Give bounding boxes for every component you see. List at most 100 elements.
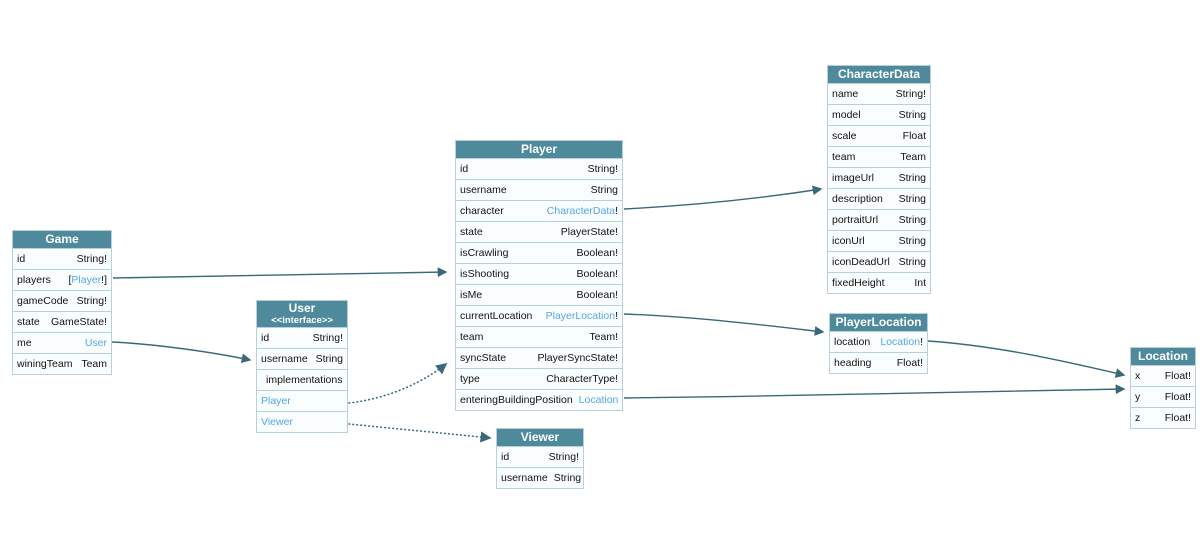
field-type: String! [77,295,107,307]
field-type: PlayerLocation! [546,310,618,322]
field-name: isMe [460,289,483,301]
field-type: String [554,472,581,484]
type-text: Float! [1164,412,1191,424]
field-type: PlayerSyncState! [537,352,618,364]
field-row-user-username: username String [257,348,347,369]
table-title-player[interactable]: Player [456,141,622,158]
field-type: Team [900,151,926,163]
table-title-viewer[interactable]: Viewer [497,429,583,446]
field-name: scale [832,130,857,142]
field-name: team [460,331,484,343]
field-type: String [591,184,618,196]
field-type: String [899,172,926,184]
table-title-playerlocation[interactable]: PlayerLocation [830,314,927,331]
field-type: String [899,109,926,121]
field-type: String! [588,163,618,175]
field-name: character [460,205,504,217]
field-name: iconDeadUrl [832,256,890,268]
type-text: Team! [589,331,618,343]
field-row-user-implementations: implementations [257,369,347,390]
field-type: String [316,353,343,365]
type-text: Team [900,151,926,163]
type-link[interactable]: User [84,337,107,349]
field-name: isCrawling [460,247,509,259]
type-text: Team [81,358,107,370]
field-name: type [460,373,480,385]
type-text: String [898,256,926,268]
field-type: Location! [880,336,923,348]
field-name: imageUrl [832,172,875,184]
field-name: gameCode [17,295,69,307]
field-row-game-gamecode: gameCode String! [13,290,111,311]
field-type: String! [313,332,343,344]
type-text: String! [312,332,343,344]
field-row-game-players[interactable]: players[Player!] [13,269,111,290]
implementation-link[interactable]: Viewer [261,416,293,428]
table-title-text: CharacterData [837,67,921,81]
type-text: CharacterType! [546,373,618,385]
field-type: User [85,337,107,349]
field-type: Boolean! [577,247,618,259]
edge-player-character-to-characterdata [623,185,823,210]
field-name: me [17,337,32,349]
type-text: [ [68,274,72,286]
field-row-user-viewer[interactable]: Viewer [257,411,347,432]
table-title-location[interactable]: Location [1131,348,1195,365]
implementation-link[interactable]: Player [261,395,291,407]
table-title-text: Player [520,142,558,156]
field-name: location [834,336,871,348]
type-text: String! [587,163,618,175]
field-type: Boolean! [577,289,618,301]
edge-player-currentlocation-to-playerlocation [623,313,825,336]
type-link[interactable]: Player [71,274,102,286]
field-type: Team [81,358,107,370]
field-row-player-enteringbuildingposition[interactable]: enteringBuildingPosition Location [456,389,622,410]
type-text: String [553,472,582,484]
field-name: enteringBuildingPosition [460,394,573,406]
type-link[interactable]: Location [880,336,921,348]
type-text: ! [920,336,923,348]
field-name: state [460,226,483,238]
table-subtitle-text: <<interface>> [271,315,333,326]
field-row-user-player[interactable]: Player [257,390,347,411]
type-text: String [590,184,618,196]
type-text: GameState! [50,316,107,328]
type-link[interactable]: Location [578,394,619,406]
type-link[interactable]: CharacterData [546,205,616,217]
table-title-text: Game [45,232,79,246]
table-title-text: Location [1138,349,1188,363]
edge-game-me-to-user [111,341,252,364]
edge-player-enteringbuildingposition-to-location [623,384,1126,399]
type-text: String [898,214,926,226]
table-title-game[interactable]: Game [13,231,111,248]
field-row-playerlocation-location[interactable]: location Location! [830,331,927,352]
table-title-characterdata[interactable]: CharacterData [828,66,930,83]
table-title-text: User [288,301,316,315]
table-title-user[interactable]: User<<interface>> [257,301,347,327]
field-type: Float! [1165,412,1191,424]
field-name: implementations [266,374,343,386]
type-link[interactable]: PlayerLocation [545,310,616,322]
type-text: String [898,193,926,205]
type-text: Float! [1164,391,1191,403]
field-row-player-type: type CharacterType! [456,368,622,389]
field-name: username [261,353,308,365]
field-row-game-me[interactable]: me User [13,332,111,353]
